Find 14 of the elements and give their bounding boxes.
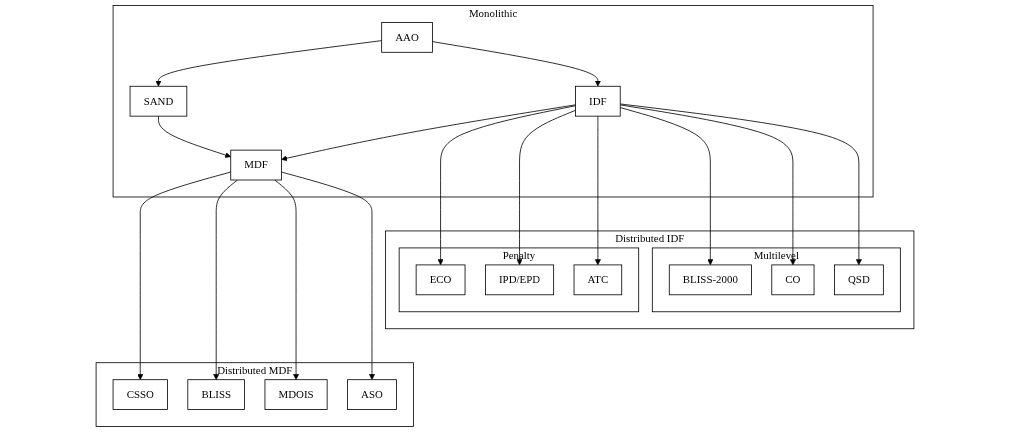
node-box: IPD/EPD [485, 264, 555, 296]
node-box: QSD [834, 264, 884, 296]
node-box: ASO [347, 379, 397, 410]
node-box: AAO [381, 22, 433, 53]
node-box: CSSO [112, 379, 168, 410]
node-box: ATC [573, 264, 623, 296]
node-box: MDF [230, 149, 282, 181]
node-box: BLISS [187, 379, 245, 410]
node-box: BLISS-2000 [668, 264, 752, 296]
node-box: SAND [129, 85, 188, 117]
node-box: MDOIS [264, 379, 328, 410]
node-box: IDF [575, 85, 621, 117]
node-box: CO [771, 264, 815, 296]
node-box: ECO [415, 264, 466, 296]
